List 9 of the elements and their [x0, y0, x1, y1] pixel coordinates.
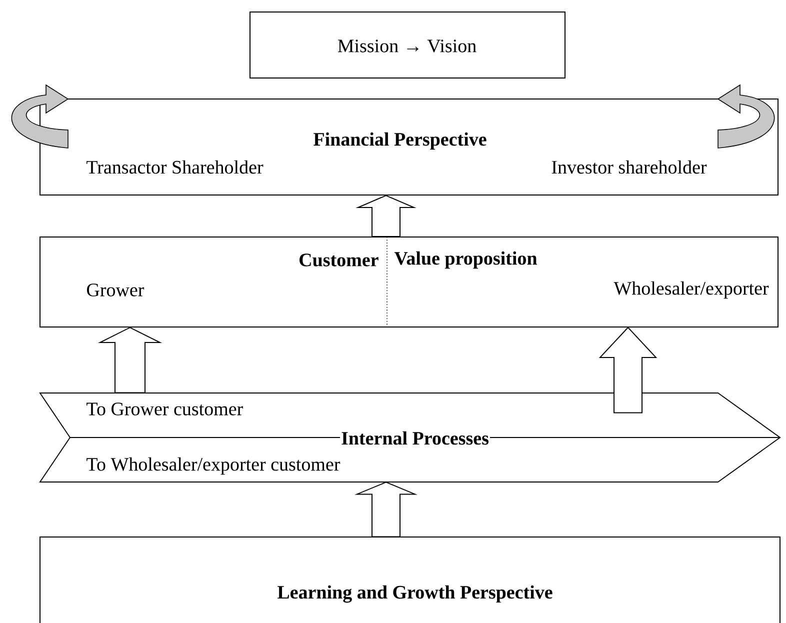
perspective-box: Financial Perspective Transactor Shareholder Investor shareholder	[40, 98, 778, 196]
perspective-box: Customer Value proposition Grower Wholesaler/exporter	[40, 236, 778, 328]
block-arrow	[354, 482, 418, 538]
perspective-box: Mission → Vision	[250, 12, 566, 78]
process-band: Internal Processes To Grower customer To Wholesaler/exporter customer	[39, 392, 781, 482]
block-arrow	[98, 326, 162, 394]
block-arrow	[598, 326, 658, 414]
perspective-box: Learning and Growth Perspective	[40, 536, 781, 623]
block-arrow	[356, 194, 416, 237]
